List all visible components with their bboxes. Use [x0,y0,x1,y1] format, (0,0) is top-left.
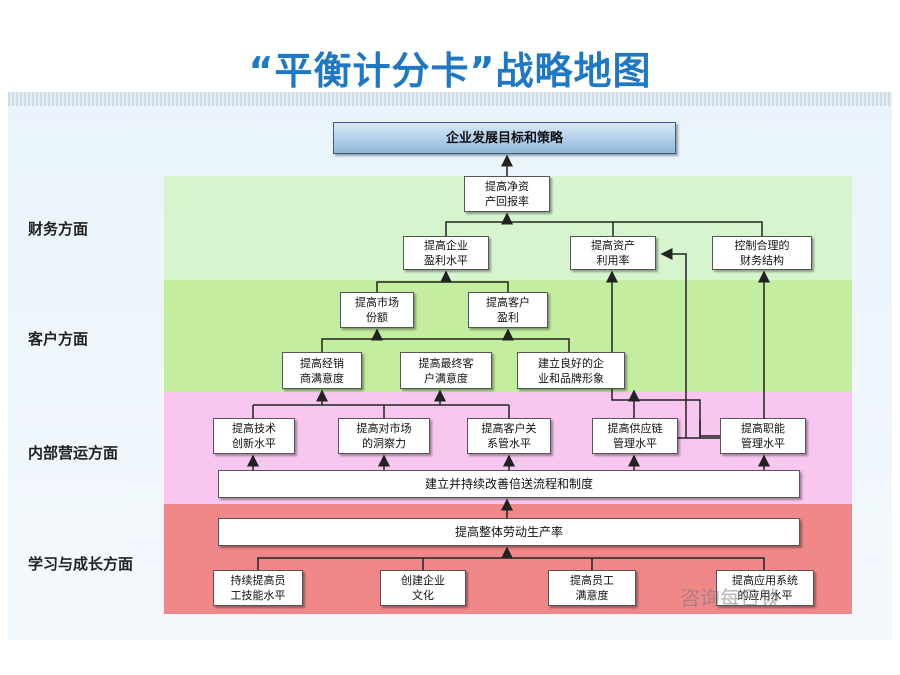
frame-header-strip [8,92,892,106]
corporate-culture-box: 创建企业 文化 [380,570,466,606]
employee-satisfaction-box: 提高员工 满意度 [548,570,636,606]
roe-box: 提高净资 产回报率 [464,176,550,212]
end-customer-satisfaction-box: 提高最终客 户满意度 [400,352,492,389]
employee-skills-box: 持续提高员 工技能水平 [213,570,303,606]
customer-perspective-label: 客户方面 [28,330,89,348]
market-insight-box: 提高对市场 的洞察力 [338,418,430,454]
brand-image-box: 建立良好的企 业和品牌形象 [517,352,625,389]
productivity-box: 提高整体劳动生产率 [218,518,800,546]
app-systems-box: 提高应用系统 的应用水平 [716,570,814,606]
crm-level-box: 提高客户关 系管水平 [467,418,551,454]
financial-perspective-label: 财务方面 [28,220,89,238]
watermark: 咨询每日谈 [680,586,780,610]
tech-innovation-box: 提高技术 创新水平 [213,418,295,454]
profit-level-box: 提高企业 盈利水平 [403,236,489,270]
process-system-box: 建立并持续改善倍送流程和制度 [218,470,800,498]
internal-perspective-label: 内部营运方面 [28,444,119,462]
customer-profit-box: 提高客户 盈利 [468,292,548,328]
dealer-satisfaction-box: 提高经销 商满意度 [282,352,362,389]
page-title: “平衡计分卡”战略地图 [248,49,652,93]
learning-perspective-label: 学习与成长方面 [28,555,134,573]
asset-utilization-box: 提高资产 利用率 [570,236,656,270]
market-share-box: 提高市场 份额 [340,292,414,328]
goal-box: 企业发展目标和策略 [333,122,676,154]
supply-chain-box: 提高供应链 管理水平 [592,418,678,454]
financial-structure-box: 控制合理的 财务结构 [712,236,812,270]
function-management-box: 提高职能 管理水平 [720,418,806,454]
